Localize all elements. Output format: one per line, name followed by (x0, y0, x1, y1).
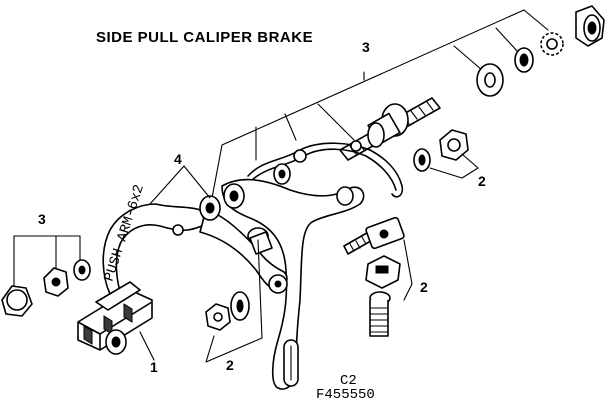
callout-label: 4 (174, 151, 182, 167)
leader-3-main (211, 9, 525, 199)
acorn-nut (575, 5, 605, 47)
leader-3-branch (317, 103, 355, 141)
leader-3-branch (495, 27, 519, 53)
leader-3-branch (523, 9, 549, 31)
leader-1 (139, 331, 155, 361)
part-number: F455550 (316, 387, 375, 401)
callout-3-top: 3 (211, 9, 549, 199)
callout-label: 3 (38, 211, 46, 227)
left-washer (73, 259, 91, 281)
diagram-title: SIDE PULL CALIPER BRAKE (96, 29, 313, 46)
callout-label: 2 (420, 279, 428, 295)
pivot-bolt (339, 97, 441, 161)
pivot-washer (273, 163, 291, 185)
callout-4: 4 (149, 151, 211, 205)
callout-label: 2 (226, 357, 234, 373)
washer (514, 47, 534, 73)
callout-label: 3 (362, 39, 370, 55)
left-hex-nut (43, 267, 69, 297)
leader-2-right (403, 239, 413, 301)
leader-2-bottom (205, 239, 263, 363)
leader-2-top (429, 153, 479, 179)
cable-clamp-bolt (369, 291, 391, 337)
adjusting-nut (439, 129, 469, 161)
cable-clamp-nut (365, 255, 401, 289)
callout-label: 2 (478, 173, 486, 189)
left-acorn-nut (1, 285, 33, 317)
callout-3-left: 3 (13, 211, 81, 291)
leader-3-branch (453, 45, 483, 71)
shoe-washer (230, 291, 250, 321)
shoe-nut (205, 303, 231, 331)
figure-code: C2 (340, 373, 357, 389)
rear-caliper-arm (221, 178, 365, 390)
brake-shoe (77, 281, 153, 355)
arm-washer (268, 274, 288, 294)
spacer-washer (476, 63, 504, 97)
toothed-lock-washer (540, 32, 564, 56)
leader-3-branch (284, 113, 297, 141)
cable-adjuster-barrel (343, 216, 405, 255)
nut-washer (413, 148, 431, 172)
callout-label: 1 (150, 359, 158, 375)
